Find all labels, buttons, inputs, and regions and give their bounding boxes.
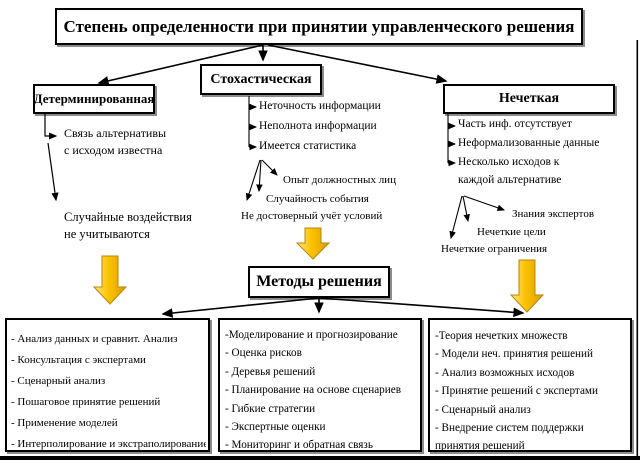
title-box: Степень определенности при принятии упра… [55,8,583,45]
down-block-arrow-icon [509,259,545,313]
branch-label: Детерминированная [33,91,155,106]
method-item: - Экспертные оценки [225,421,326,434]
gold-block-arrows [92,227,545,313]
branch-label: Нечеткая [498,91,560,106]
branch-label: Стохастическая [210,71,312,87]
method-item: - Гибкие стратегии [225,402,316,415]
diagram-title: Степень определенности при принятии упра… [63,16,575,36]
methods-list-fuzzy: -Теория нечетких множеств - Модели неч. … [428,318,632,452]
down-block-arrow-icon [92,255,128,305]
stochastic-detail: Случайность события [266,193,369,205]
method-item: -Теория нечетких множеств [435,330,568,342]
branch-box-deterministic: Детерминированная [33,84,155,114]
down-block-arrow-icon [295,227,331,260]
methods-box: Методы решения [248,266,390,298]
branch-box-stochastic: Стохастическая [200,64,322,95]
branch-box-fuzzy: Нечеткая [443,84,615,114]
stochastic-feature: Неточность информации [259,100,381,112]
method-item: - Модели неч. принятия решений [435,348,594,361]
fuzzy-feature: каждой альтернативе [458,174,562,186]
stochastic-detail: Не достоверный учёт условий [241,210,383,222]
methods-list-stochastic: -Моделирование и прогнозирование - Оценк… [218,318,422,452]
fuzzy-feature: Часть инф. отсутствует [458,118,572,130]
fuzzy-detail: Знания экспертов [512,208,595,220]
deterministic-note-link: Связь альтернативы с исходом известна [64,126,167,157]
right-border-line [636,40,639,458]
deterministic-connectors [44,114,59,202]
method-item: - Сценарный анализ [11,375,106,387]
bottom-border-bar [0,456,640,460]
fuzzy-feature: Несколько исходов к [458,156,560,168]
stochastic-feature: Неполнота информации [259,120,377,132]
deterministic-note-random: Случайные воздействия не учитываются [64,210,192,241]
method-item: - Деревья решений [225,365,316,378]
method-item: - Интерполирование и экстраполирование [11,438,206,450]
method-item: - Пошаговое принятие решений [11,396,161,408]
fuzzy-detail: Нечеткие ограничения [441,243,548,255]
method-item: - Принятие решений с экспертами [435,385,598,398]
method-item: - Планирование на основе сценариев [225,384,401,397]
method-item: - Мониторинг и обратная связь [225,439,373,452]
methods-list-deterministic: - Анализ данных и сравнит. Анализ - Конс… [5,318,210,452]
method-item: - Анализ данных и сравнит. Анализ [11,333,178,345]
methods-label: Методы решения [256,273,382,290]
method-item: - Анализ возможных исходов [435,366,575,379]
methods-fan-arrows [161,297,525,318]
stochastic-list-arrows [245,96,278,202]
method-item: - Консультация с экспертами [11,354,146,366]
title-fan-arrows [97,44,448,86]
method-item: - Внедрение систем поддержки [435,422,584,435]
stochastic-detail: Опыт должностных лиц [283,174,396,186]
method-item: - Оценка рисков [225,347,302,360]
method-item: -Моделирование и прогнозирование [225,329,398,341]
fuzzy-detail: Нечеткие цели [477,226,546,238]
fuzzy-list-arrows [447,114,506,240]
fuzzy-feature: Неформализованные данные [458,137,600,149]
method-item: - Применение моделей [11,417,118,429]
stochastic-feature: Имеется статистика [259,140,357,152]
method-item: - Сценарный анализ [435,403,531,416]
method-item: принятия решений [435,440,525,453]
